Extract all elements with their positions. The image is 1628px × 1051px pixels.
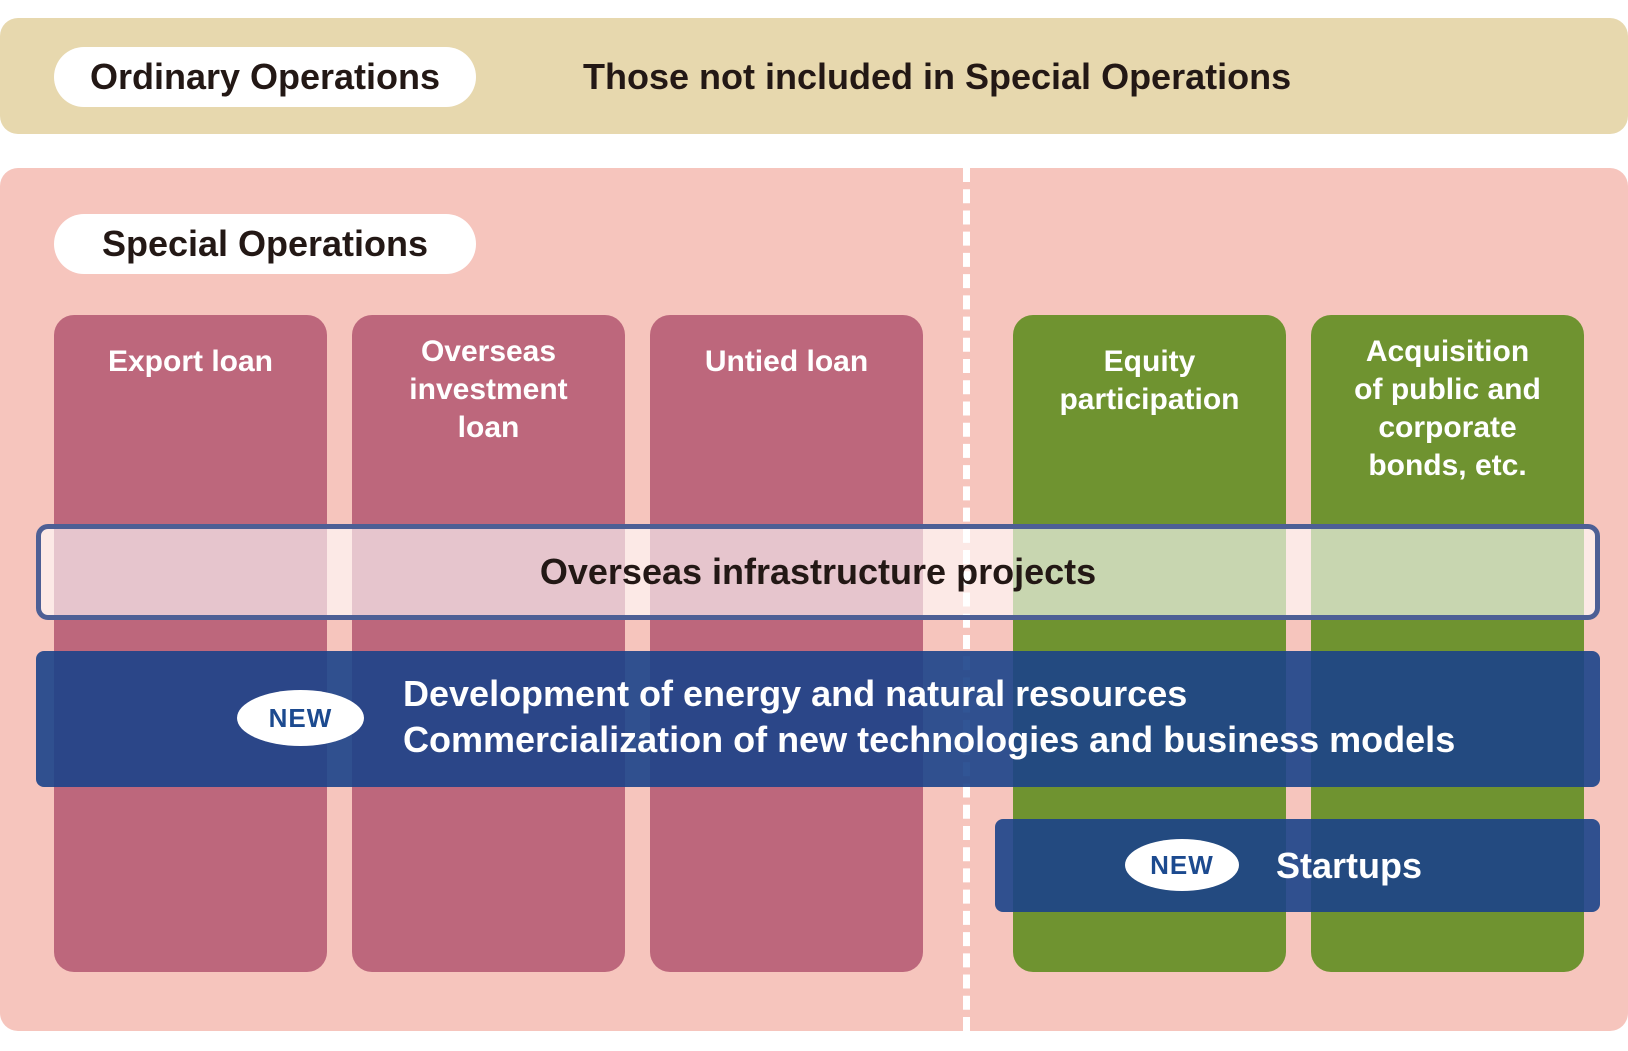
- column-label-line: Overseas: [420, 335, 557, 368]
- column-label-line: Equity: [1103, 345, 1196, 378]
- new-badge: NEW: [1125, 839, 1239, 891]
- column-label-line: Acquisition: [1365, 335, 1530, 368]
- column-label-line: bonds, etc.: [1368, 449, 1527, 482]
- startups-band: [995, 819, 1600, 912]
- column-label-line: Untied loan: [704, 345, 869, 378]
- column-label-line: participation: [1059, 383, 1240, 416]
- special-operations-label: Special Operations: [54, 214, 476, 274]
- development-commercialization-text: Development of energy and natural resour…: [403, 671, 1455, 763]
- development-line: Development of energy and natural resour…: [403, 673, 1188, 714]
- ordinary-operations-label: Ordinary Operations: [54, 47, 476, 107]
- export-loan-column: Export loan: [54, 315, 327, 972]
- startups-label: Startups: [1276, 845, 1423, 886]
- column-label-line: corporate: [1378, 411, 1517, 444]
- column-label-line: of public and: [1354, 373, 1541, 406]
- ordinary-operations-description: Those not included in Special Operations: [583, 56, 1292, 97]
- untied-loan-column: Untied loan: [650, 315, 923, 972]
- column-label-line: loan: [457, 411, 520, 444]
- overseas-investment-loan-column: Overseas investment loan: [352, 315, 625, 972]
- commercialization-line: Commercialization of new technologies an…: [403, 719, 1456, 760]
- overseas-infrastructure-band: Overseas infrastructure projects: [36, 524, 1600, 620]
- overseas-infrastructure-label: Overseas infrastructure projects: [539, 551, 1097, 592]
- column-label-line: investment: [409, 373, 568, 406]
- new-badge: NEW: [237, 690, 364, 746]
- column-label-line: Export loan: [107, 345, 273, 378]
